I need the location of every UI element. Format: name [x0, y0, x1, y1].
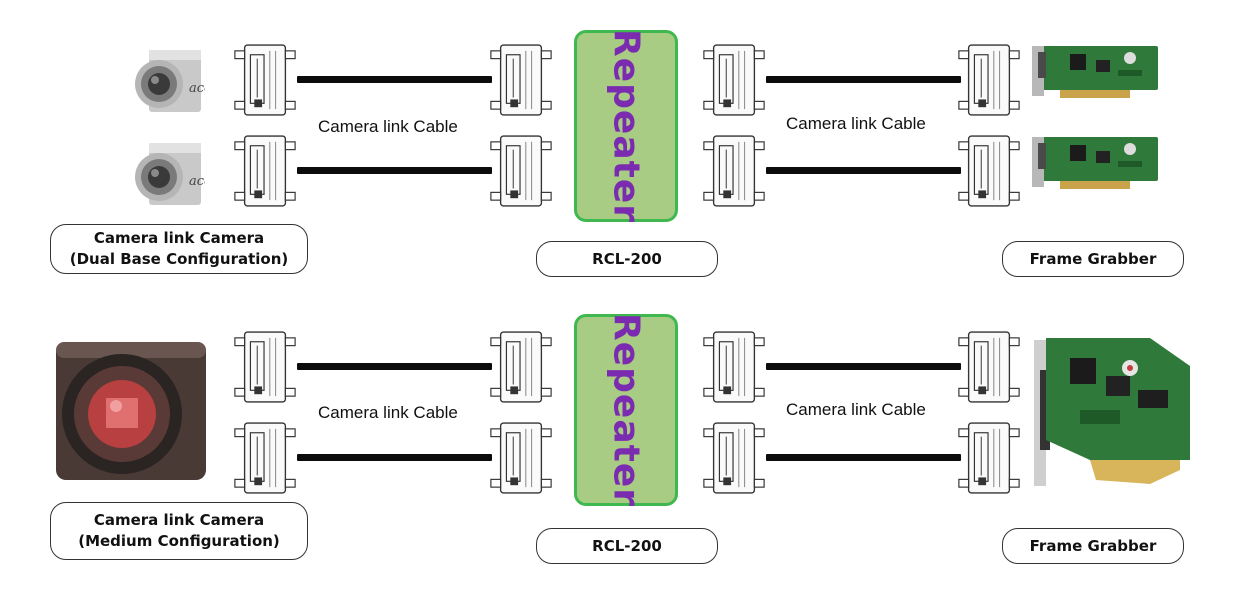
cable-1a-right — [766, 76, 961, 83]
cable-label: Camera link Cable — [318, 117, 458, 136]
camera-ace-top-icon: ace — [135, 50, 205, 112]
repeater-model-label: RCL-200 — [592, 249, 662, 268]
connector-icon — [703, 44, 765, 116]
connector-icon — [958, 135, 1020, 207]
cable-2a-right — [766, 363, 961, 370]
repeater-label: Repeater — [605, 29, 647, 223]
camera-brand-text: ace — [189, 81, 205, 96]
connector-icon — [490, 422, 552, 494]
repeater-model-box: RCL-200 — [536, 241, 718, 277]
camera-label-line1: Camera link Camera — [93, 229, 265, 247]
cable-1a-left — [297, 76, 492, 83]
connector-icon — [958, 44, 1020, 116]
frame-grabber-label-box: Frame Grabber — [1002, 241, 1184, 277]
connector-icon — [234, 44, 296, 116]
repeater-label: Repeater — [605, 313, 647, 507]
cable-2a-left — [297, 363, 492, 370]
camera-label-line2: (Dual Base Configuration) — [69, 250, 289, 268]
repeater-box: Repeater — [574, 29, 678, 223]
repeater-model-box: RCL-200 — [536, 528, 718, 564]
cable-2b-left — [297, 454, 492, 461]
camera-label-box: Camera link Camera (Medium Configuration… — [50, 502, 308, 560]
frame-grabber-label: Frame Grabber — [1029, 249, 1157, 268]
frame-grabber-label: Frame Grabber — [1029, 536, 1157, 555]
cable-1b-right — [766, 167, 961, 174]
connector-icon — [703, 331, 765, 403]
camera-label-line2: (Medium Configuration) — [78, 532, 280, 550]
connector-icon — [234, 331, 296, 403]
repeater-box: Repeater — [574, 313, 678, 507]
connector-icon — [234, 135, 296, 207]
camera-label-line1: Camera link Camera — [93, 511, 265, 529]
frame-grabber-label-box: Frame Grabber — [1002, 528, 1184, 564]
connector-icon — [958, 331, 1020, 403]
cable-label: Camera link Cable — [786, 114, 926, 133]
connector-icon — [490, 44, 552, 116]
cable-1b-left — [297, 167, 492, 174]
cable-2b-right — [766, 454, 961, 461]
connector-icon — [490, 331, 552, 403]
connector-icon — [234, 422, 296, 494]
frame-grabber-card-icon — [1032, 46, 1158, 98]
cable-label: Camera link Cable — [318, 403, 458, 422]
camera-medium-icon — [56, 342, 206, 480]
cable-label: Camera link Cable — [786, 400, 926, 419]
repeater-model-label: RCL-200 — [592, 536, 662, 555]
connector-icon — [958, 422, 1020, 494]
camera-label-box: Camera link Camera (Dual Base Configurat… — [50, 224, 308, 274]
connector-icon — [703, 135, 765, 207]
frame-grabber-card-icon — [1032, 137, 1158, 189]
camera-ace-bottom-icon: ace — [135, 143, 205, 205]
connector-icon — [490, 135, 552, 207]
camera-brand-text: ace — [189, 174, 205, 189]
frame-grabber-card-icon — [1034, 338, 1190, 486]
connector-icon — [703, 422, 765, 494]
